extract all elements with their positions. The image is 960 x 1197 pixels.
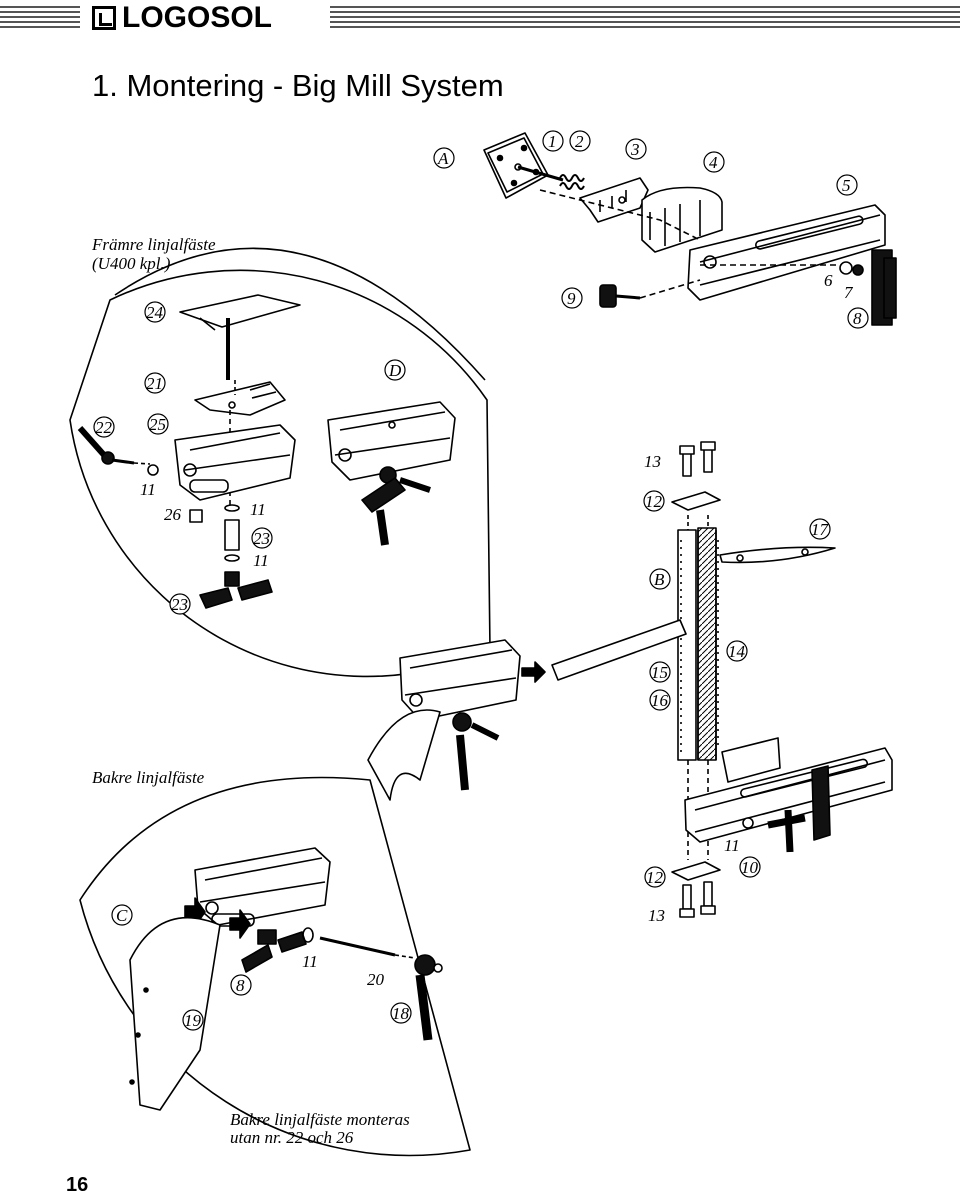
logo-mark-icon	[92, 6, 116, 30]
callout-19: 19	[184, 1011, 201, 1030]
callout-23-a: 23	[253, 529, 270, 548]
clamp-bottom-part	[671, 861, 721, 918]
rear-knob-part	[241, 929, 307, 973]
page-number: 16	[66, 1174, 89, 1196]
threaded-rod-part	[697, 527, 719, 761]
header-rule-right	[330, 6, 960, 30]
callout-17: 17	[811, 520, 828, 539]
callout-11-d: 11	[724, 836, 740, 855]
callout-8: 8	[853, 309, 862, 328]
caption-front-mount: Främre linjalfäste	[92, 235, 216, 254]
blade-17-part	[719, 546, 836, 564]
guide-block-part	[641, 186, 723, 253]
callout-12-a: 12	[645, 492, 662, 511]
callout-a: A	[438, 149, 449, 168]
callout-11-a: 11	[140, 480, 156, 499]
spacer-23-part	[199, 504, 273, 609]
callout-2: 2	[575, 132, 584, 151]
callout-6: 6	[824, 271, 833, 290]
saddle-25-part	[174, 424, 296, 501]
logo-text: LOGOSOL	[122, 1, 272, 34]
spring-part	[559, 174, 585, 190]
caption-front-mount-sub: (U400 kpl.)	[92, 254, 171, 273]
callout-c: C	[116, 906, 128, 925]
callout-b: B	[654, 570, 665, 589]
callout-14: 14	[728, 642, 745, 661]
callout-16: 16	[651, 691, 668, 710]
callout-1: 1	[548, 132, 557, 151]
callout-12-b: 12	[646, 868, 663, 887]
callouts	[93, 130, 869, 1031]
page-title: 1. Montering - Big Mill System	[92, 68, 504, 103]
handle-22-part	[77, 426, 159, 476]
callout-25: 25	[149, 415, 166, 434]
callout-3: 3	[631, 140, 640, 159]
callout-22: 22	[95, 418, 112, 437]
plate-a	[483, 132, 564, 199]
callout-d: D	[389, 361, 402, 380]
callout-4: 4	[709, 153, 718, 172]
callout-15: 15	[651, 663, 668, 682]
callout-26: 26	[164, 505, 181, 524]
rail-10-part	[684, 737, 893, 853]
plate-24-part	[179, 294, 301, 380]
caption-rear-note-2: utan nr. 22 och 26	[230, 1128, 354, 1147]
rear-detail-circle	[79, 776, 471, 1157]
callout-21: 21	[146, 374, 163, 393]
callout-8-b: 8	[236, 976, 245, 995]
callout-10: 10	[741, 858, 758, 877]
header-rule-left	[0, 6, 80, 30]
plate-21-part	[194, 381, 286, 416]
caption-rear-mount: Bakre linjalfäste	[92, 768, 205, 787]
knob-part	[839, 249, 897, 326]
scale-rod-b-part	[677, 529, 697, 761]
nut-26-part	[189, 509, 203, 523]
callout-13-a: 13	[644, 452, 661, 471]
callout-13-b: 13	[648, 906, 665, 925]
callout-11-b: 11	[250, 500, 266, 519]
callout-23-b: 23	[171, 595, 188, 614]
callout-24: 24	[146, 303, 163, 322]
callout-7: 7	[844, 283, 853, 302]
mid-saddle-part	[367, 639, 546, 801]
callout-20: 20	[367, 970, 384, 989]
rail-part	[687, 204, 886, 301]
bolt-9-part	[599, 279, 701, 308]
handle-18-part	[414, 954, 443, 1041]
clamp-top-part	[671, 441, 721, 511]
callout-9: 9	[567, 289, 576, 308]
logosol-logo: LOGOSOL	[92, 3, 272, 33]
saddle-d-part	[327, 401, 456, 546]
round-bar-part	[551, 619, 687, 681]
rod-20-part	[302, 927, 416, 959]
rear-saddle-c-part	[129, 847, 331, 1111]
bracket-part	[579, 177, 649, 223]
callout-11-e: 11	[302, 952, 318, 971]
caption-rear-note-1: Bakre linjalfäste monteras	[230, 1110, 410, 1129]
callout-11-c: 11	[253, 551, 269, 570]
callout-5: 5	[842, 176, 851, 195]
callout-18: 18	[392, 1004, 409, 1023]
